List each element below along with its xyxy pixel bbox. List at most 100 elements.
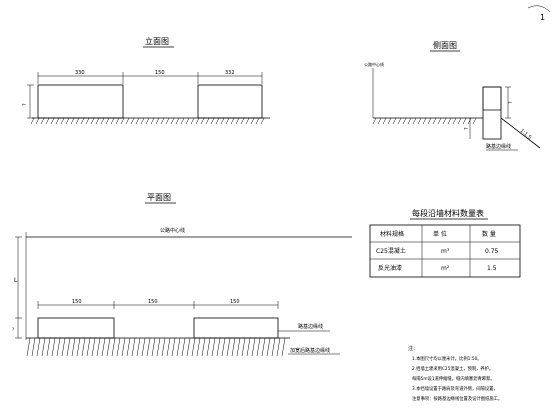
ground-tick — [211, 337, 216, 357]
table-title: 每段沿墙材料数量表 — [412, 208, 484, 218]
ground-tick — [75, 117, 80, 125]
ground-tick — [186, 337, 191, 357]
ground-tick — [166, 337, 171, 357]
side-title: 侧面图 — [433, 40, 457, 50]
table-row-2-qty: 1.5 — [487, 265, 497, 272]
elevation-title: 立面图 — [145, 36, 169, 46]
material-table: 每段沿墙材料数量表 材料规格 单 位 数 量 C25混凝土 m³ 0.75 反光… — [369, 208, 521, 278]
notes: 注： 1.本图尺寸均以厘米计，比例1:50。 2.挡墙土建采用C25混凝土，预制… — [408, 345, 502, 402]
ground-tick — [246, 337, 251, 357]
ground-tick — [100, 117, 105, 125]
elevation-view: 立面图 330 150 332 ? — [22, 36, 270, 125]
ground-tick — [195, 117, 200, 125]
ground-tick — [160, 117, 165, 125]
elevation-block-right — [197, 84, 263, 119]
ground-tick — [176, 337, 181, 357]
ground-tick — [51, 337, 56, 357]
ground-tick — [245, 117, 250, 125]
ground-tick — [281, 337, 286, 357]
plan-block-right — [193, 317, 279, 339]
ground-tick — [407, 117, 412, 125]
ground-tick — [55, 117, 60, 125]
ground-tick — [402, 117, 407, 125]
side-wall-block — [482, 86, 502, 140]
ground-tick — [260, 117, 265, 125]
ground-tick — [80, 117, 85, 125]
ground-tick — [220, 117, 225, 125]
ground-tick — [190, 117, 195, 125]
plan-dim-left: 150 — [72, 299, 82, 305]
ground-tick — [261, 337, 266, 357]
ground-tick — [71, 337, 76, 357]
side-slope-line — [500, 117, 541, 149]
ground-tick — [35, 117, 40, 125]
plan-dim-gap: 150 — [148, 299, 158, 305]
elevation-ground-hatch — [30, 117, 265, 125]
ground-tick — [422, 117, 427, 125]
elevation-dim-right: 332 — [225, 70, 235, 76]
table-header-qty: 数 量 — [482, 230, 496, 238]
ground-tick — [457, 117, 462, 125]
ground-tick — [115, 117, 120, 125]
ground-tick — [150, 117, 155, 125]
ground-tick — [241, 337, 246, 357]
ground-tick — [141, 337, 146, 357]
ground-tick — [266, 337, 271, 357]
ground-tick — [96, 337, 101, 357]
ground-tick — [76, 337, 81, 357]
ground-tick — [90, 117, 95, 125]
ground-tick — [276, 337, 281, 357]
ground-tick — [111, 337, 116, 357]
ground-tick — [105, 117, 110, 125]
ground-tick — [240, 117, 245, 125]
ground-tick — [191, 337, 196, 357]
plan-dim-right: 150 — [230, 299, 240, 305]
ground-tick — [201, 337, 206, 357]
plan-shoulder-label: 加宽后路基边缘线 — [290, 347, 330, 354]
ground-tick — [145, 117, 150, 125]
ground-tick — [60, 117, 65, 125]
ground-tick — [210, 117, 215, 125]
ground-tick — [86, 337, 91, 357]
table-row-2-unit: m² — [441, 265, 450, 272]
notes-line-3: 每隔5m设1道伸缩缝，缝内填塞沥青麻絮。 — [412, 375, 495, 382]
notes-line-4: 3.本挡墙设置于路肩及弯道外侧，间隔设置， — [412, 385, 498, 392]
ground-tick — [85, 117, 90, 125]
ground-tick — [30, 117, 35, 125]
ground-tick — [120, 117, 125, 125]
page-number: 1 — [540, 13, 545, 22]
ground-tick — [372, 117, 377, 125]
elevation-dim-height: ? — [22, 103, 28, 106]
ground-tick — [447, 117, 452, 125]
plan-road-center-label: 公路中心线 — [160, 227, 185, 234]
ground-tick — [221, 337, 226, 357]
plan-side-label: L — [14, 277, 18, 284]
ground-tick — [151, 337, 156, 357]
ground-tick — [156, 337, 161, 357]
table-row-1-qty: 0.75 — [485, 248, 499, 255]
ground-tick — [140, 117, 145, 125]
ground-tick — [40, 117, 45, 125]
ground-tick — [46, 337, 51, 357]
side-dim-bottom: ? — [464, 127, 470, 130]
ground-tick — [382, 117, 387, 125]
ground-tick — [95, 117, 100, 125]
ground-tick — [146, 337, 151, 357]
ground-tick — [417, 117, 422, 125]
plan-ground-hatch — [26, 337, 286, 357]
side-wall-top-hatch — [482, 86, 502, 111]
ground-tick — [196, 337, 201, 357]
ground-tick — [65, 117, 70, 125]
side-slope-label: 1:1.5 — [519, 128, 533, 141]
ground-tick — [236, 337, 241, 357]
ground-tick — [216, 337, 221, 357]
ground-tick — [131, 337, 136, 357]
ground-tick — [472, 117, 477, 125]
ground-tick — [175, 117, 180, 125]
ground-tick — [467, 117, 472, 125]
plan-block-left — [37, 317, 115, 339]
ground-tick — [116, 337, 121, 357]
ground-tick — [256, 337, 261, 357]
page-corner-arc — [527, 5, 551, 13]
